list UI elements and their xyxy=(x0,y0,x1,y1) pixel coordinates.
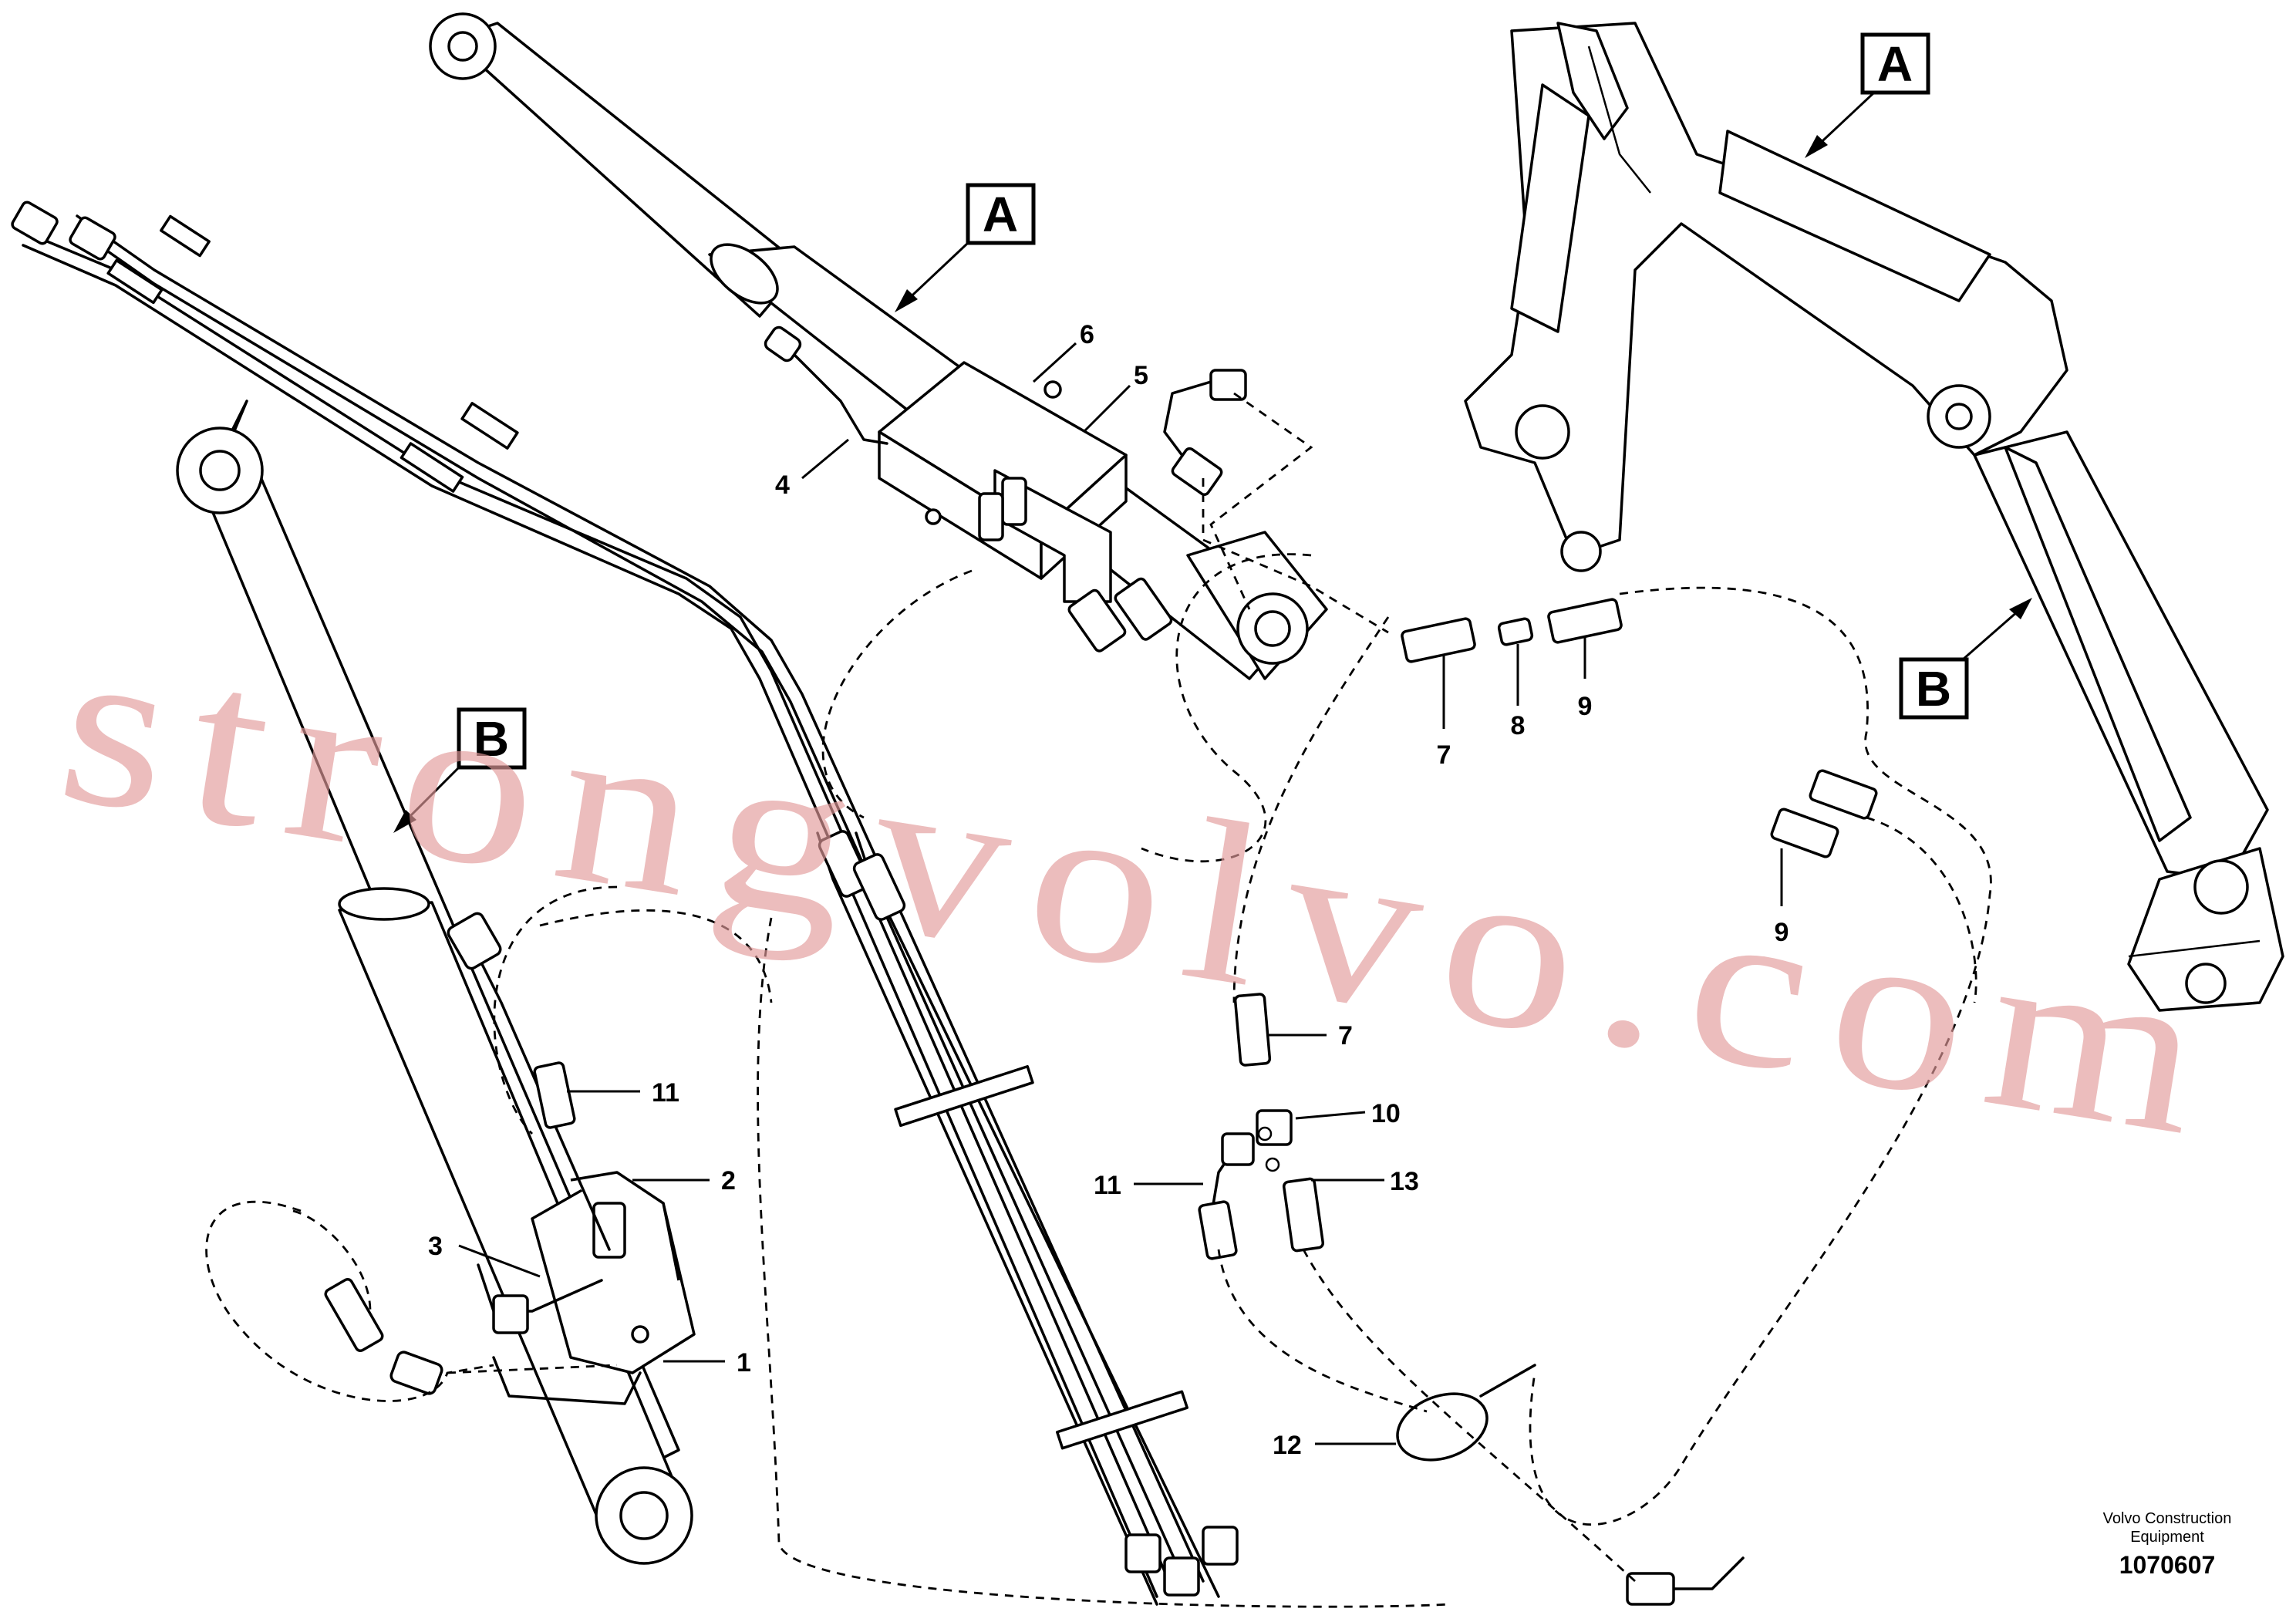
hose-rupture-valve-upper xyxy=(878,361,1128,603)
cable-tie-12 xyxy=(1396,1364,1536,1462)
fittings-center-group xyxy=(1198,993,1325,1260)
fittings-9-right xyxy=(1770,769,1878,858)
svg-text:5: 5 xyxy=(1134,361,1148,390)
callout-2: 2 xyxy=(632,1166,736,1195)
svg-text:6: 6 xyxy=(1080,320,1094,349)
excavator-boom-arm xyxy=(1464,22,2284,1012)
callout-3: 3 xyxy=(428,1232,541,1278)
callout-13: 13 xyxy=(1311,1167,1419,1196)
svg-text:A: A xyxy=(983,187,1018,242)
svg-text:13: 13 xyxy=(1390,1167,1419,1196)
svg-text:B: B xyxy=(1916,661,1951,717)
svg-text:10: 10 xyxy=(1371,1099,1401,1128)
svg-text:9: 9 xyxy=(1578,692,1593,721)
fittings-7-8-9-upper xyxy=(1401,598,1623,663)
svg-text:4: 4 xyxy=(775,470,790,500)
svg-text:9: 9 xyxy=(1775,918,1789,947)
callout-5: 5 xyxy=(1082,361,1148,433)
svg-text:11: 11 xyxy=(1094,1171,1121,1200)
callout-6: 6 xyxy=(1032,320,1094,383)
hose-routes xyxy=(205,392,1992,1608)
callout-12: 12 xyxy=(1273,1431,1396,1460)
callout-4: 4 xyxy=(775,438,849,500)
fittings-lower-left xyxy=(324,1277,443,1395)
svg-text:1: 1 xyxy=(737,1348,751,1378)
view-tag-b-left: B xyxy=(393,707,527,833)
straight-fitting-11-left xyxy=(533,1061,576,1129)
svg-text:B: B xyxy=(474,711,509,767)
view-tag-a-right: A xyxy=(1805,32,1930,158)
svg-text:A: A xyxy=(1877,36,1913,92)
pipe-4 xyxy=(764,325,888,445)
callout-7-upper: 7 xyxy=(1437,656,1451,770)
callout-1: 1 xyxy=(663,1348,751,1378)
callout-11-center: 11 xyxy=(1094,1171,1203,1200)
nipples-upper xyxy=(1067,577,1173,653)
svg-text:12: 12 xyxy=(1273,1431,1302,1460)
long-pipe-set xyxy=(11,201,1239,1606)
svg-text:2: 2 xyxy=(721,1166,736,1195)
svg-text:3: 3 xyxy=(428,1232,443,1261)
hose-rupture-valve-lower xyxy=(447,912,696,1405)
callout-9-upper: 9 xyxy=(1578,636,1593,721)
reference-number: 1070607 xyxy=(2119,1551,2216,1579)
manufacturer-line2: Equipment xyxy=(2130,1529,2204,1546)
manufacturer-line1: Volvo Construction xyxy=(2103,1510,2232,1527)
callout-11-left: 11 xyxy=(567,1078,679,1108)
view-tag-a-upper: A xyxy=(895,183,1036,312)
boom-cylinder xyxy=(429,12,1328,680)
svg-text:8: 8 xyxy=(1511,711,1526,740)
svg-text:7: 7 xyxy=(1437,740,1451,770)
callout-7-center: 7 xyxy=(1269,1021,1353,1050)
callout-9-right: 9 xyxy=(1775,848,1789,947)
callout-8: 8 xyxy=(1511,644,1526,740)
callout-10: 10 xyxy=(1295,1099,1401,1128)
svg-text:7: 7 xyxy=(1338,1021,1353,1050)
view-tag-b-right: B xyxy=(1899,598,2032,720)
hose-end-lower-right xyxy=(1626,1556,1745,1606)
elbow-fitting-upper xyxy=(1163,369,1247,496)
svg-text:11: 11 xyxy=(652,1078,679,1108)
